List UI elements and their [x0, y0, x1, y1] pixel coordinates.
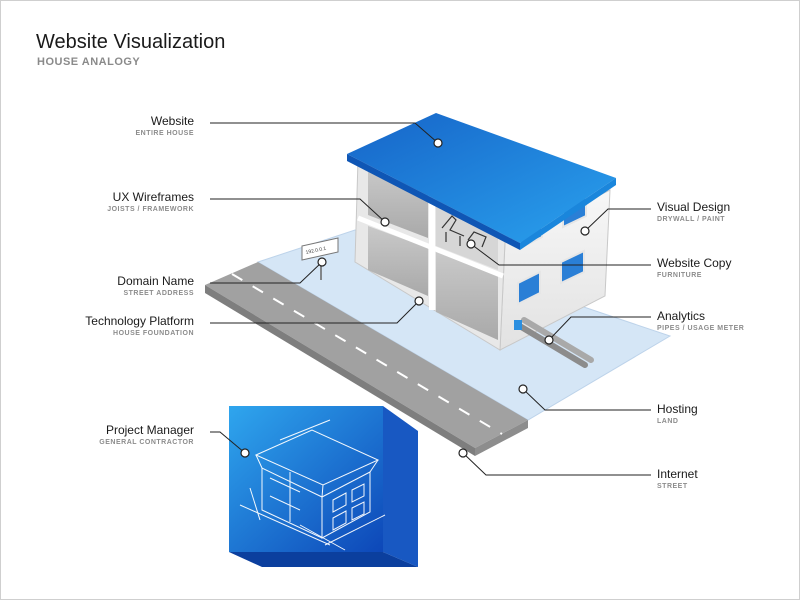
leader-ux-wireframes [210, 198, 386, 223]
label-domain-name: Domain Name STREET ADDRESS [4, 274, 194, 299]
label-main: UX Wireframes [112, 190, 194, 204]
leader-project-manager [210, 431, 246, 454]
house [347, 113, 616, 351]
label-main: Project Manager [105, 423, 194, 437]
page-title: Website Visualization [36, 31, 226, 53]
leader-domain-name [210, 261, 323, 284]
label-main: Visual Design [657, 200, 731, 214]
label-main: Internet [657, 467, 698, 481]
label-sub: STREET ADDRESS [123, 290, 194, 297]
label-sub: FURNITURE [657, 272, 702, 279]
label-project-manager: Project Manager GENERAL CONTRACTOR [4, 423, 194, 448]
leader-technology-platform [210, 300, 420, 324]
leader-website [210, 122, 439, 144]
leader-analytics [548, 316, 651, 341]
label-main: Technology Platform [85, 314, 194, 328]
furniture [441, 215, 487, 248]
label-sub: STREET [657, 483, 688, 490]
pipes [514, 317, 594, 368]
callout-dots [240, 138, 590, 458]
label-sub: GENERAL CONTRACTOR [99, 439, 194, 446]
leader-lines [210, 122, 651, 476]
street [205, 262, 528, 456]
label-sub: ENTIRE HOUSE [135, 130, 194, 137]
label-technology-platform: Technology Platform HOUSE FOUNDATION [4, 314, 194, 339]
leader-hosting [522, 388, 651, 411]
room-lower-right [436, 252, 498, 340]
page-subtitle: HOUSE ANALOGY [37, 56, 141, 68]
label-sub: PIPES / USAGE METER [657, 325, 745, 332]
label-main: Website Copy [657, 256, 732, 270]
label-website: Website ENTIRE HOUSE [4, 114, 194, 139]
leader-website-copy [470, 243, 651, 266]
label-main: Website [150, 114, 194, 128]
label-sub: DRYWALL / PAINT [657, 216, 726, 223]
label-ux-wireframes: UX Wireframes JOISTS / FRAMEWORK [4, 190, 194, 215]
label-visual-design: Visual Design DRYWALL / PAINT [657, 200, 797, 225]
label-main: Hosting [657, 402, 698, 416]
leader-internet [462, 452, 651, 476]
roof [347, 113, 616, 243]
label-sub: JOISTS / FRAMEWORK [107, 206, 194, 213]
label-website-copy: Website Copy FURNITURE [657, 256, 797, 281]
sign-address-text: 192.0.0.1 [305, 246, 327, 256]
label-hosting: Hosting LAND [657, 402, 797, 427]
label-main: Domain Name [117, 274, 194, 288]
label-main: Analytics [657, 309, 706, 323]
label-internet: Internet STREET [657, 467, 797, 492]
label-analytics: Analytics PIPES / USAGE METER [657, 309, 797, 334]
label-sub: LAND [657, 418, 679, 425]
blueprint-sketch [239, 419, 386, 551]
room-lower-left [368, 226, 428, 296]
label-sub: HOUSE FOUNDATION [113, 330, 194, 337]
leader-visual-design [584, 208, 651, 232]
